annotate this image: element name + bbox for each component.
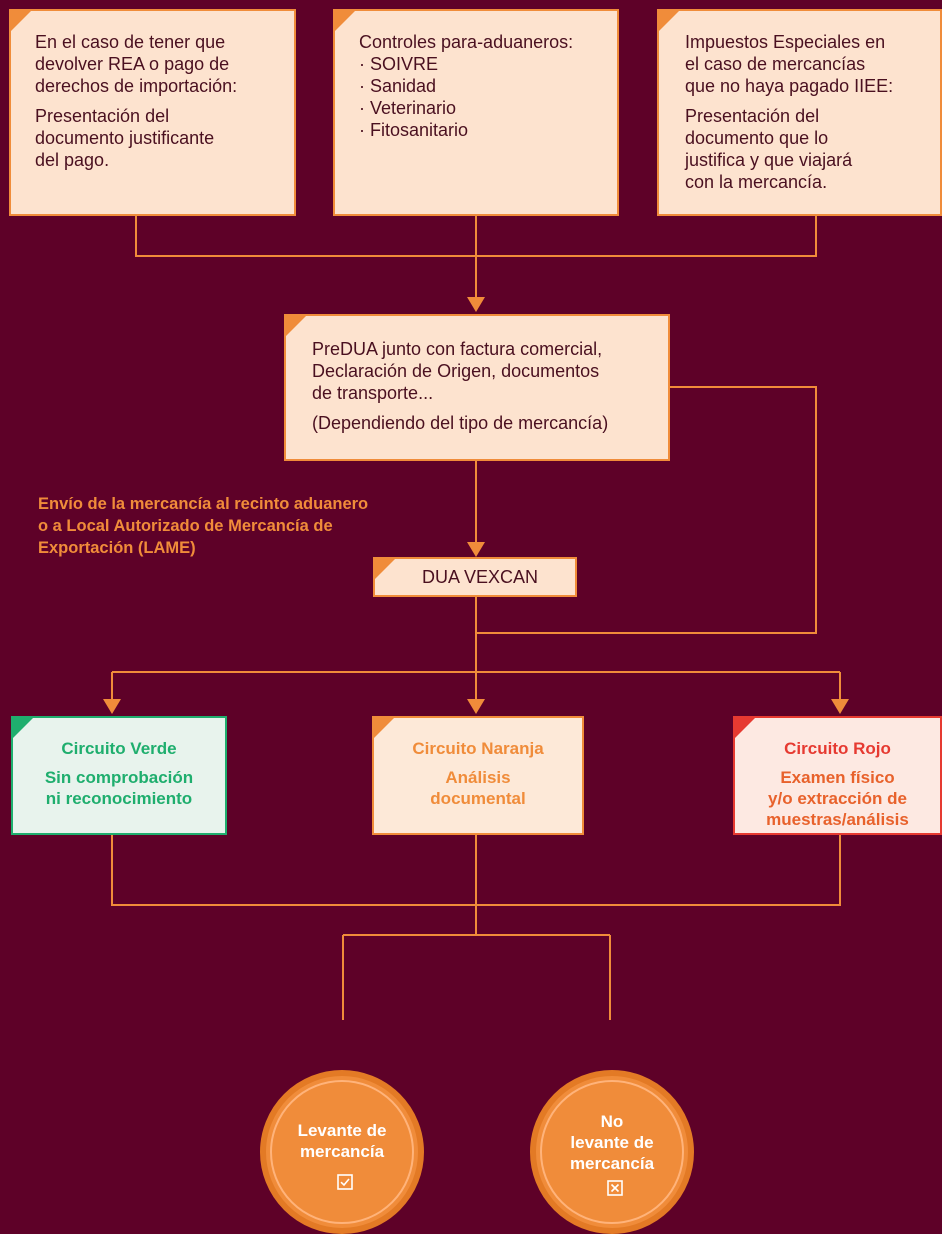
- circuito-verde-box: Circuito Verde Sin comprobación ni recon…: [11, 716, 227, 835]
- circuito-naranja-line-1: Análisis: [445, 768, 511, 787]
- iiee-body-1: Presentación del: [685, 106, 820, 126]
- circuito-rojo-line-1: Examen físico: [780, 768, 895, 787]
- envio-line-3: Exportación (LAME): [38, 539, 196, 557]
- circuito-verde-title: Circuito Verde: [61, 739, 177, 758]
- rea-line-3: derechos de importación:: [35, 76, 238, 96]
- connector-predua-loop: [475, 386, 817, 634]
- predua-box: PreDUA junto con factura comercial, Decl…: [284, 314, 670, 461]
- circuito-verde-line-1: Sin comprobación: [44, 768, 194, 787]
- circuito-rojo-line-3: muestras/análisis: [766, 810, 909, 829]
- circuito-naranja-title: Circuito Naranja: [412, 739, 544, 758]
- controles-item: · Sanidad: [359, 76, 437, 96]
- predua-line-3: de transporte...: [312, 383, 434, 403]
- arrowhead-rojo: [831, 699, 849, 714]
- rea-body-2: documento justificante: [35, 128, 215, 148]
- rea-line-1: En el caso de tener que: [35, 32, 226, 52]
- circuito-rojo-line-2: y/o extracción de: [768, 789, 907, 808]
- rea-body-1: Presentación del: [35, 106, 170, 126]
- dua-vexcan-box: DUA VEXCAN: [373, 557, 577, 597]
- iiee-body-4: con la mercancía.: [685, 172, 828, 192]
- envio-label: Envío de la mercancía al recinto aduaner…: [38, 493, 458, 559]
- envio-line-2: o a Local Autorizado de Mercancía de: [38, 517, 333, 535]
- controles-item: · SOIVRE: [359, 54, 439, 74]
- circuito-naranja-line-2: documental: [430, 789, 526, 808]
- dua-vexcan-label: DUA VEXCAN: [421, 567, 539, 587]
- levante-line-1: Levante de: [297, 1121, 387, 1140]
- predua-line-4: (Dependiendo del tipo de mercancía): [312, 413, 609, 433]
- iiee-body-3: justifica y que viajará: [685, 150, 853, 170]
- connector-circuits-join: [111, 835, 841, 1020]
- levante-line-2: mercancía: [299, 1142, 385, 1161]
- circuito-verde-line-2: ni reconocimiento: [45, 789, 193, 808]
- iiee-box: Impuestos Especiales en el caso de merca…: [657, 9, 942, 216]
- controles-title: Controles para-aduaneros:: [359, 32, 574, 52]
- no-levante-label: No levante de mercancía: [536, 1111, 688, 1174]
- rea-body-3: del pago.: [35, 150, 110, 170]
- arrowhead-verde: [103, 699, 121, 714]
- rea-line-2: devolver REA o pago de: [35, 54, 230, 74]
- envio-line-1: Envío de la mercancía al recinto aduaner…: [38, 495, 369, 513]
- controles-box: Controles para-aduaneros: · SOIVRE · San…: [333, 9, 619, 216]
- arrowhead-predua: [467, 297, 485, 312]
- controles-item: · Fitosanitario: [359, 120, 469, 140]
- arrowhead-dua: [467, 542, 485, 557]
- check-box-icon: [337, 1174, 353, 1190]
- circuito-rojo-title: Circuito Rojo: [784, 739, 891, 758]
- iiee-line-1: Impuestos Especiales en: [685, 32, 886, 52]
- no-levante-line-3: mercancía: [569, 1154, 655, 1173]
- connector-to-circuits: [111, 633, 841, 700]
- circuito-naranja-box: Circuito Naranja Análisis documental: [372, 716, 584, 835]
- controles-item: · Veterinario: [359, 98, 457, 118]
- iiee-line-2: el caso de mercancías: [685, 54, 866, 74]
- no-levante-line-1: No: [600, 1112, 624, 1131]
- no-levante-line-2: levante de: [570, 1133, 654, 1152]
- predua-line-2: Declaración de Origen, documentos: [312, 361, 600, 381]
- iiee-line-3: que no haya pagado IIEE:: [685, 76, 894, 96]
- x-box-icon: [607, 1180, 623, 1196]
- predua-line-1: PreDUA junto con factura comercial,: [312, 339, 603, 359]
- levante-label: Levante de mercancía: [266, 1120, 418, 1162]
- arrowhead-naranja: [467, 699, 485, 714]
- iiee-body-2: documento que lo: [685, 128, 829, 148]
- rea-box: En el caso de tener que devolver REA o p…: [9, 9, 296, 216]
- circuito-rojo-box: Circuito Rojo Examen físico y/o extracci…: [733, 716, 942, 835]
- levante-circle: Levante de mercancía: [260, 1070, 424, 1234]
- connector-top-boxes: [135, 216, 817, 300]
- no-levante-circle: No levante de mercancía: [530, 1070, 694, 1234]
